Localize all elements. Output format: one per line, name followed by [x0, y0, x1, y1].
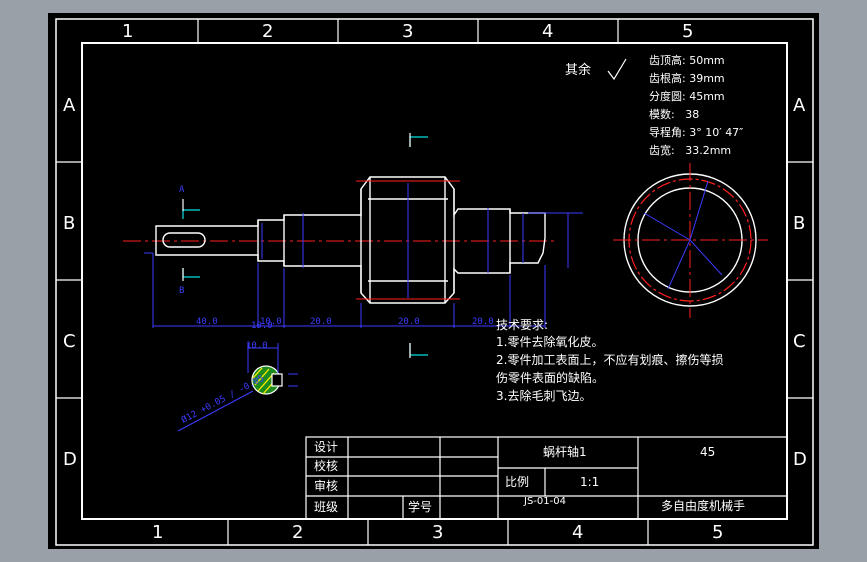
col-number-top-2: 2 [262, 21, 274, 42]
dim-key-width: 10.0 [246, 341, 268, 351]
section-arrows [182, 136, 428, 356]
row-letter-right-d: D [793, 449, 807, 470]
tb-scale-label: 比例 [505, 475, 530, 489]
tech-req-line-3: 伤零件表面的缺陷。 [496, 371, 605, 385]
col-number-bottom-4: 4 [572, 522, 584, 543]
col-number-top-3: 3 [402, 21, 414, 42]
outer-border [55, 18, 814, 546]
row-letter-left-c: C [63, 331, 76, 352]
dim-10-a: 10.0 [260, 317, 282, 327]
col-number-bottom-3: 3 [432, 522, 444, 543]
roughness-label: 其余 [565, 63, 592, 78]
roughness-symbol [607, 58, 627, 81]
dim-40: 40.0 [196, 317, 218, 327]
col-number-top-5: 5 [682, 21, 694, 42]
bottom-zone-dividers [227, 519, 649, 545]
col-number-top-4: 4 [542, 21, 554, 42]
tb-project: 多自由度机械手 [661, 499, 746, 513]
section-label-a: A [179, 185, 185, 195]
tb-review-label: 审核 [314, 479, 339, 493]
shaft-outline [155, 176, 546, 304]
tb-part-name: 蜗杆轴1 [543, 445, 587, 459]
tb-check-label: 校核 [314, 459, 339, 473]
tech-req-line-4: 3.去除毛刺飞边。 [496, 389, 592, 403]
section-marks [182, 133, 411, 358]
cad-viewport[interactable]: 1 2 3 4 5 1 2 3 4 5 A B C D A B C D 其余 齿… [48, 13, 819, 549]
tb-class-label: 班级 [314, 500, 339, 514]
left-zone-dividers [56, 161, 82, 399]
keyway-slot [162, 232, 206, 248]
row-letter-right-b: B [793, 213, 806, 234]
col-number-top-1: 1 [122, 21, 134, 42]
dim-20-b: 20.0 [398, 317, 420, 327]
section-label-b: B [179, 286, 185, 296]
dimension-lines [144, 183, 583, 328]
title-block-grid [305, 436, 788, 520]
row-letter-left-b: B [63, 213, 76, 234]
tb-material: 45 [700, 445, 716, 459]
dim-20-c: 20.0 [472, 317, 494, 327]
technical-requirements: 技术要求: 1.零件去除氧化皮。 2.零件加工表面上，不应有划痕、擦伤等损 伤零… [496, 319, 723, 408]
tb-student-no-label: 学号 [408, 500, 433, 514]
key-section-view [177, 343, 298, 432]
col-number-bottom-2: 2 [292, 522, 304, 543]
gear-end-view [613, 163, 768, 318]
tb-drawing-no: JS-01-04 [524, 496, 566, 507]
row-letter-right-c: C [793, 331, 806, 352]
col-number-bottom-1: 1 [152, 522, 164, 543]
dim-10-b: 10.0 [251, 321, 273, 331]
gear-parameters: 齿顶高: 50mm 齿根高: 39mm 分度圆: 45mm 模数: 38 导程角… [649, 55, 743, 163]
param-face-width: 齿宽: 33.2mm [649, 144, 732, 157]
tech-req-title: 技术要求: [496, 318, 549, 332]
tech-req-line-1: 1.零件去除氧化皮。 [496, 335, 604, 349]
param-lead-angle: 导程角: 3° 10′ 47″ [649, 126, 744, 139]
row-letter-right-a: A [793, 95, 806, 116]
row-letter-left-a: A [63, 95, 76, 116]
row-letter-left-d: D [63, 449, 77, 470]
dim-20-a: 20.0 [310, 317, 332, 327]
param-addendum: 齿顶高: 50mm [649, 54, 725, 67]
tb-scale-value: 1:1 [580, 475, 600, 489]
tech-req-line-2: 2.零件加工表面上，不应有划痕、擦伤等损 [496, 353, 724, 367]
top-zone-dividers [197, 19, 619, 43]
drawing-canvas [55, 18, 814, 546]
worm-pitch-lines [356, 180, 460, 300]
right-zone-dividers [787, 161, 813, 399]
param-pitch-circle: 分度圆: 45mm [649, 90, 725, 103]
tb-design-label: 设计 [314, 440, 339, 454]
col-number-bottom-5: 5 [712, 522, 724, 543]
param-dedendum: 齿根高: 39mm [649, 72, 725, 85]
param-module: 模数: 38 [649, 108, 700, 121]
